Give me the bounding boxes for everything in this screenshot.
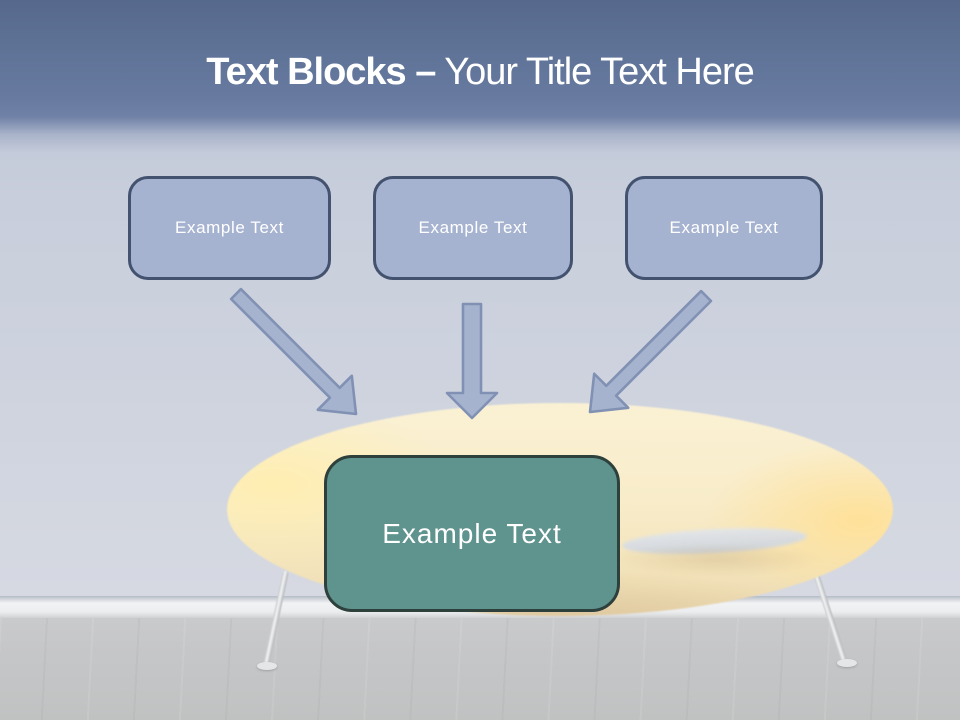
slide-title: Text Blocks – Your Title Text Here <box>0 51 960 94</box>
title-bold-text: Text Blocks – <box>206 51 436 93</box>
arrow-right-down-left-icon[interactable] <box>588 289 713 414</box>
couch-foot-left <box>257 662 277 670</box>
arrow-middle-down-icon[interactable] <box>445 302 499 420</box>
text-block-2-label: Example Text <box>418 218 528 237</box>
text-block-3[interactable]: Example Text <box>625 176 823 280</box>
couch-foot-right <box>837 659 857 667</box>
title-regular-text: Your Title Text Here <box>444 51 755 93</box>
text-block-2[interactable]: Example Text <box>373 176 573 280</box>
text-block-3-label: Example Text <box>669 218 779 237</box>
result-block-label: Example Text <box>382 517 562 549</box>
floor <box>0 618 960 720</box>
text-block-1-label: Example Text <box>175 218 284 237</box>
result-block[interactable]: Example Text <box>324 455 620 612</box>
arrow-left-down-right-icon[interactable] <box>229 287 358 416</box>
couch-seat-shadow <box>606 546 831 578</box>
text-block-1[interactable]: Example Text <box>128 176 331 280</box>
